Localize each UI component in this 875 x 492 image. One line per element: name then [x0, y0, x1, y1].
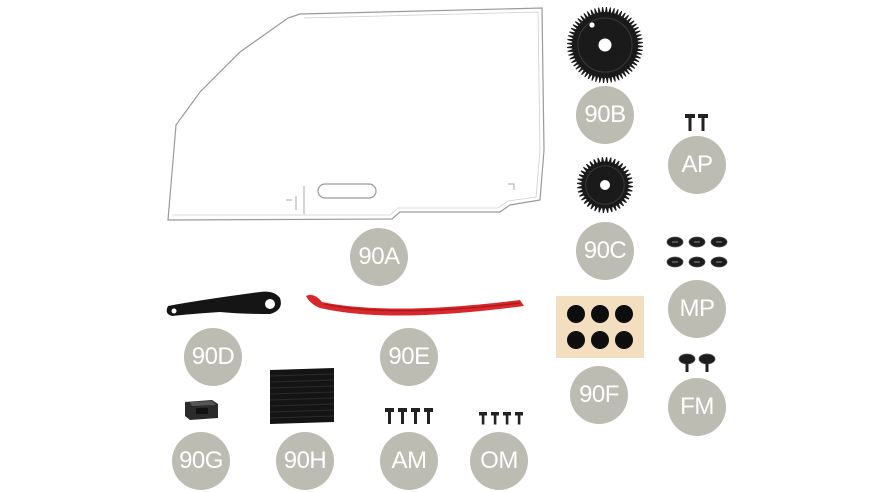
- screw-set-am-icon: [385, 408, 433, 424]
- gear-large-icon: [567, 7, 643, 83]
- screw-set-om-icon: [479, 412, 523, 425]
- lever-arm: [166, 291, 281, 316]
- red-guide-rail: [306, 294, 524, 316]
- label-am: AM: [380, 432, 438, 490]
- label-90h: 90H: [276, 432, 334, 490]
- label-90d: 90D: [184, 328, 242, 386]
- label-90g: 90G: [172, 432, 230, 490]
- black-pad: [269, 368, 335, 424]
- label-90e: 90E: [380, 328, 438, 386]
- label-om: OM: [470, 432, 528, 490]
- label-90a: 90A: [350, 228, 408, 286]
- screw-pair-ap-icon: [685, 114, 708, 131]
- label-90b: 90B: [576, 86, 634, 144]
- label-mp: MP: [668, 280, 726, 338]
- screw-pair-fm-icon: [678, 353, 716, 372]
- small-clip: [185, 400, 218, 420]
- label-90c: 90C: [576, 222, 634, 280]
- door-glass-outline: [167, 7, 545, 221]
- label-90f: 90F: [570, 366, 628, 424]
- adhesive-pad-sheet: [556, 296, 644, 358]
- label-ap: AP: [668, 136, 726, 194]
- screw-set-mp-icon: [666, 236, 728, 268]
- gear-small-icon: [577, 157, 633, 213]
- label-fm: FM: [668, 378, 726, 436]
